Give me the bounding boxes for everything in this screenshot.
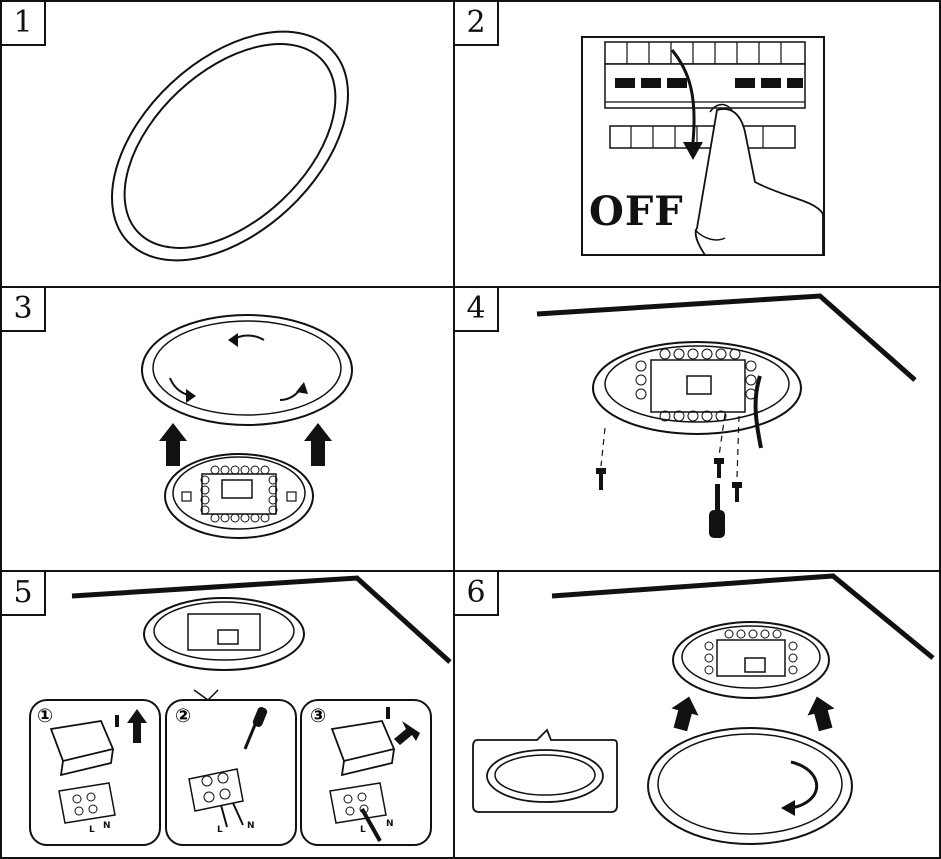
terminal-label-L-2: L xyxy=(217,825,223,835)
substep-3-card: ③ L N xyxy=(300,699,432,846)
step-number-4: 4 xyxy=(455,288,499,332)
terminal-label-N-2: N xyxy=(247,821,255,831)
terminal-label-L-3: L xyxy=(360,825,366,835)
step-number-1: 1 xyxy=(2,2,46,46)
terminal-label-N: N xyxy=(103,821,111,831)
substep-2-number: ② xyxy=(175,705,192,727)
panel-step-5: 5 ① L N ② xyxy=(0,570,455,859)
remove-cover-illustration xyxy=(141,314,353,539)
panel-step-4: 4 xyxy=(453,286,941,572)
step-number-5: 5 xyxy=(2,572,46,616)
mount-base-illustration xyxy=(536,293,917,538)
terminal-cover-close-icon xyxy=(329,707,420,842)
step-number-3: 3 xyxy=(2,288,46,332)
wiring-overview-illustration xyxy=(71,575,452,701)
reattach-cover-illustration xyxy=(472,573,935,845)
panel-step-6: 6 xyxy=(453,570,941,859)
substep-3-number: ③ xyxy=(310,705,327,727)
panel-step-1: 1 xyxy=(0,0,455,288)
cover-ring-illustration xyxy=(111,30,349,262)
off-label: OFF xyxy=(589,188,684,235)
panel-step-2: 2 xyxy=(453,0,941,288)
step-number-2: 2 xyxy=(455,2,499,46)
substep-1-number: ① xyxy=(37,705,54,727)
terminal-cover-open-icon xyxy=(49,709,147,824)
panel-step-3: 3 xyxy=(0,286,455,572)
substep-1-card: ① L N xyxy=(29,699,161,846)
substep-2-card: ② L N xyxy=(165,699,297,846)
step-number-6: 6 xyxy=(455,572,499,616)
terminal-label-N-3: N xyxy=(386,819,394,829)
breaker-panel-illustration xyxy=(581,36,825,256)
connect-wires-icon xyxy=(188,707,268,828)
terminal-label-L: L xyxy=(89,825,95,835)
